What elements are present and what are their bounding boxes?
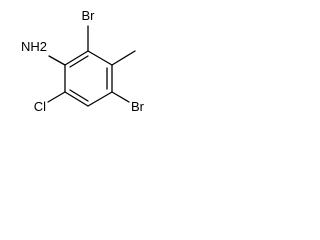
- atom-labels: NH2 Br Br Cl: [21, 8, 145, 114]
- bromine-top-label: Br: [82, 8, 96, 23]
- bromine-bottom-label: Br: [131, 99, 145, 114]
- benzene-ring: [64, 50, 113, 107]
- bond-c5-c6-inner: [69, 89, 89, 102]
- bond-c1-nh2: [48, 55, 66, 66]
- bond-c2-c3: [87, 50, 113, 66]
- bond-c5-c6: [64, 91, 89, 107]
- bond-c1-c2: [64, 50, 89, 66]
- bond-c4-br: [111, 91, 130, 103]
- amine-label: NH2: [21, 39, 47, 54]
- bond-c1-c2-inner: [69, 55, 89, 68]
- bond-c4-c5: [87, 91, 113, 107]
- structure-diagram: NH2 Br Br Cl: [21, 8, 145, 114]
- bond-c3-methyl: [111, 50, 136, 66]
- substituent-bonds: [47, 25, 136, 103]
- bond-c6-cl: [47, 91, 66, 103]
- chlorine-label: Cl: [34, 99, 46, 114]
